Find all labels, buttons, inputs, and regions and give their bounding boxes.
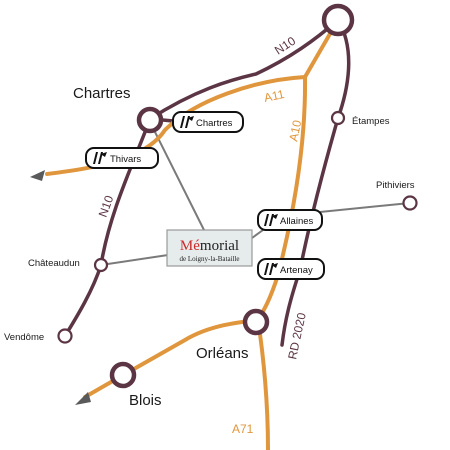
- node-chartres: [136, 106, 164, 134]
- national-roads: [63, 18, 351, 347]
- node-etampes: [330, 110, 346, 126]
- road-chartres-memorial: [149, 121, 206, 233]
- city-labels: Chartres Orléans Blois Étampes Pithivier…: [4, 85, 415, 409]
- exit-artenay: Artenay: [257, 258, 325, 280]
- node-vendome: [57, 328, 73, 344]
- road-n10-north: [148, 18, 340, 121]
- exit-label-chartres: Chartres: [196, 118, 233, 129]
- node-orleans: [242, 308, 270, 336]
- label-chartres: Chartres: [73, 85, 131, 102]
- road-chateaudun-memorial: [100, 254, 169, 266]
- minor-roads: [100, 121, 411, 266]
- arrow-southwest-icon: [75, 392, 91, 405]
- road-allaines-pithiviers: [319, 202, 411, 213]
- exit-label-allaines: Allaines: [280, 216, 314, 227]
- node-blois: [109, 361, 137, 389]
- label-a11: A11: [263, 87, 286, 105]
- label-chateaudun: Châteaudun: [28, 258, 80, 269]
- memorial-title: Mémorial: [180, 238, 239, 254]
- exit-chartres: Chartres: [172, 111, 244, 133]
- exit-allaines: Allaines: [257, 209, 323, 231]
- minor-nodes: [57, 110, 418, 344]
- label-etampes: Étampes: [352, 116, 390, 127]
- road-a71: [256, 318, 270, 450]
- label-vendome: Vendôme: [4, 332, 44, 343]
- memorial-subtitle: de Loigny-la-Bataille: [179, 255, 239, 263]
- exit-label-thivars: Thivars: [110, 154, 141, 165]
- label-blois: Blois: [129, 392, 162, 409]
- memorial-title-rest: morial: [200, 238, 239, 254]
- label-orleans: Orléans: [196, 345, 249, 362]
- major-nodes: [109, 3, 355, 389]
- node-pithiviers: [402, 195, 418, 211]
- label-rd2020: RD 2020: [285, 311, 309, 361]
- node-chateaudun: [93, 257, 109, 273]
- memorial-title-accent: Mé: [180, 238, 200, 254]
- arrow-west-icon: [30, 170, 45, 181]
- road-a10: [83, 75, 308, 399]
- node-paris: [321, 3, 355, 37]
- label-a71: A71: [232, 422, 254, 436]
- road-memorial-allaines: [251, 229, 264, 239]
- exit-label-artenay: Artenay: [280, 265, 313, 276]
- memorial-box: Mémorial de Loigny-la-Bataille: [166, 229, 253, 267]
- label-pithiviers: Pithiviers: [376, 180, 415, 191]
- exit-thivars: Thivars: [85, 147, 159, 169]
- road-rd2020: [280, 18, 351, 347]
- label-a10: A10: [286, 119, 304, 143]
